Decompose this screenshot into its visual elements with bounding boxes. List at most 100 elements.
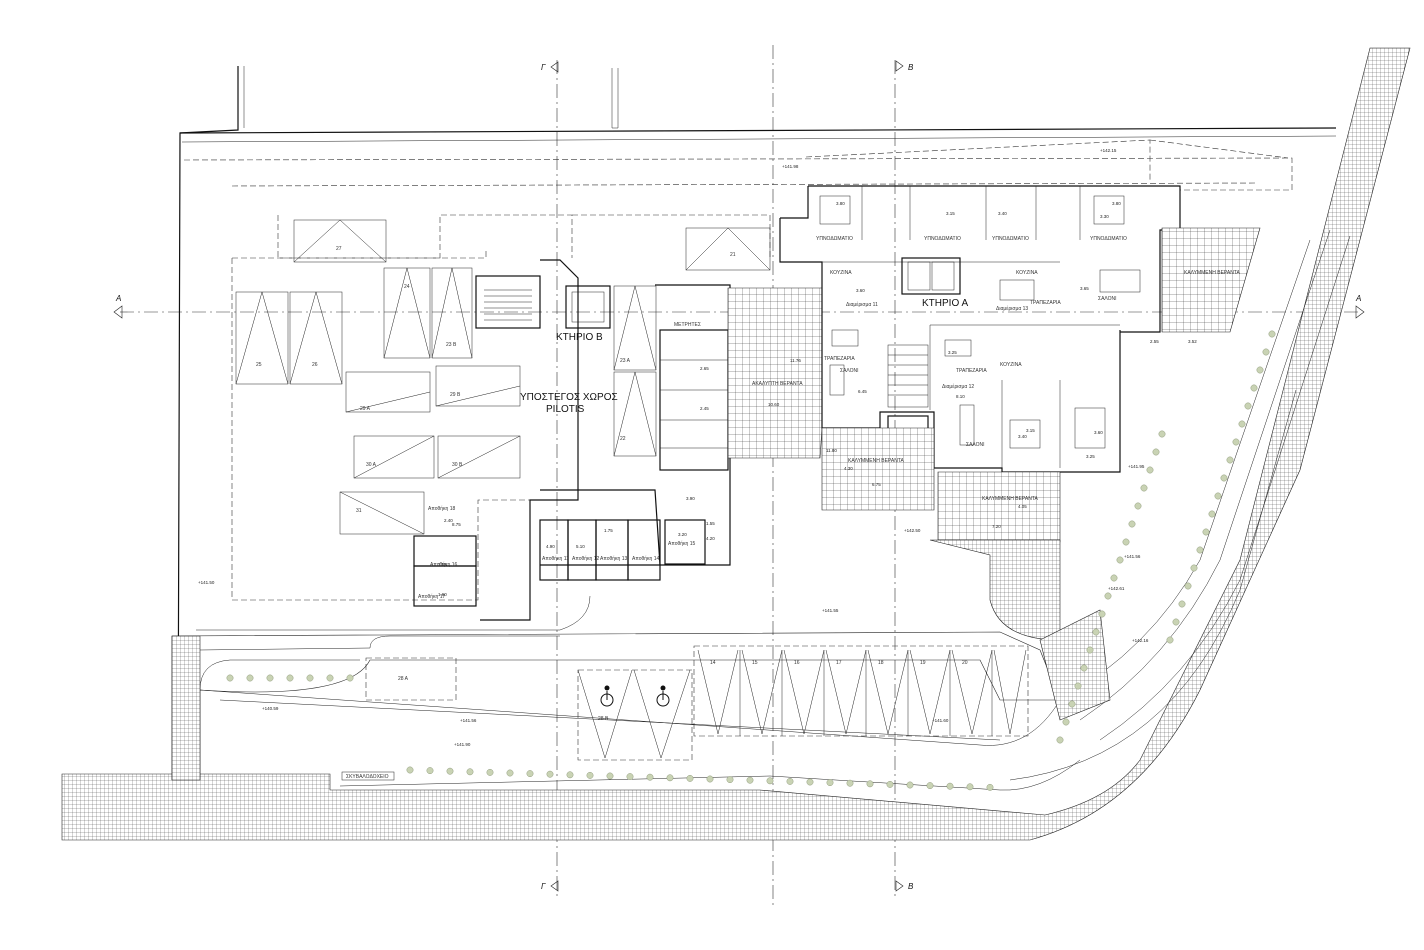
svg-text:1.75: 1.75 (604, 528, 613, 533)
wheelchair-icon (600, 685, 614, 707)
svg-text:31: 31 (356, 508, 362, 514)
transformer-room: ΣΚΥΒΑΛΟΔΟΧΕΙΟ (341, 771, 395, 781)
tree-icon (486, 769, 494, 776)
tree-icon (966, 783, 974, 791)
parking-space: 26 (289, 291, 343, 385)
parking-space: 29 Β (435, 365, 521, 407)
svg-text:18: 18 (878, 660, 884, 666)
tree-icon (826, 779, 834, 786)
svg-text:Διαμέρισμα 12: Διαμέρισμα 12 (942, 383, 974, 390)
tree-icon (926, 782, 934, 789)
tree-icon (1140, 484, 1148, 492)
tree-icon (1244, 402, 1252, 410)
svg-text:16: 16 (794, 660, 800, 666)
section-label-b-bottom: B (908, 882, 914, 891)
tree-icon (266, 674, 274, 682)
tree-icon (1092, 628, 1100, 636)
svg-text:ΚΑΛΥΜΜΕΝΗ ΒΕΡΑΝΤΑ: ΚΑΛΥΜΜΕΝΗ ΒΕΡΑΝΤΑ (848, 458, 905, 464)
wheelchair-icon (656, 685, 670, 707)
parking-space: 24 (383, 267, 431, 359)
meters-label: ΜΕΤΡΗΤΕΣ (674, 322, 701, 328)
svg-text:+141.55: +141.55 (822, 608, 839, 613)
svg-text:ΥΠΝΟΔΩΜΑΤΙΟ: ΥΠΝΟΔΩΜΑΤΙΟ (816, 236, 853, 242)
tree-icon (626, 773, 634, 780)
svg-text:+141.60: +141.60 (932, 718, 949, 723)
svg-text:29 Α: 29 Α (360, 406, 371, 412)
svg-text:11.76: 11.76 (790, 358, 801, 363)
tree-icon (706, 775, 714, 783)
svg-text:14: 14 (710, 660, 716, 666)
svg-text:+141.50: +141.50 (198, 580, 215, 585)
tree-icon (686, 775, 694, 782)
building-a-labels: ΚΤΗΡΙΟ Α ΚΟΥΖΙΝΑ ΚΟΥΖΙΝΑ ΚΟΥΖΙΝΑ ΤΡΑΠΕΖΑ… (816, 201, 1219, 459)
svg-text:2.40: 2.40 (444, 518, 453, 523)
section-mark-g-top: Γ (541, 61, 559, 73)
tree-icon (1074, 682, 1082, 690)
storage-label: Αποθήκη 14 (632, 555, 660, 562)
storage-label: Αποθήκη 18 (428, 505, 456, 512)
building-a-label: ΚΤΗΡΙΟ Α (922, 298, 968, 309)
svg-text:20: 20 (962, 660, 968, 666)
tree-icon (1116, 556, 1124, 564)
section-mark-b-bottom: B (895, 880, 914, 892)
svg-text:27: 27 (336, 246, 342, 252)
tree-icon (1214, 492, 1222, 500)
svg-text:ΥΠΝΟΔΩΜΑΤΙΟ: ΥΠΝΟΔΩΜΑΤΙΟ (1090, 236, 1127, 242)
storage-label: Αποθήκη 11 (542, 555, 569, 562)
veranda-south-2: ΚΑΛΥΜΜΕΝΗ ΒΕΡΑΝΤΑ 7.20 4.05 (937, 471, 1061, 543)
svg-text:8.75: 8.75 (452, 522, 461, 527)
svg-text:2.55: 2.55 (1150, 339, 1159, 344)
tree-icon (646, 773, 654, 781)
svg-text:28 Β: 28 Β (598, 716, 609, 722)
storage-label: Αποθήκη 16 (430, 561, 458, 568)
tree-icon (586, 772, 594, 779)
svg-text:2.65: 2.65 (700, 366, 709, 371)
tree-icon (666, 774, 674, 782)
tree-icon (246, 674, 254, 682)
tree-icon (806, 778, 814, 786)
svg-text:10.60: 10.60 (768, 402, 780, 407)
section-label-g-bottom: Γ (541, 882, 546, 891)
tree-icon (986, 784, 994, 791)
road-edge (61, 47, 1411, 841)
tree-icon (1172, 618, 1180, 626)
svg-text:28 Α: 28 Α (398, 676, 409, 682)
stair-a (887, 344, 929, 408)
svg-text:ΚΟΥΖΙΝΑ: ΚΟΥΖΙΝΑ (830, 270, 852, 276)
tree-icon (406, 766, 414, 774)
uncovered-veranda: ΑΚΑΛΥΠΤΗ ΒΕΡΑΝΤΑ 10.60 11.76 (727, 287, 823, 459)
storage-label: Αποθήκη 13 (600, 555, 628, 562)
tree-icon (1166, 636, 1174, 644)
svg-text:+142.61: +142.61 (1108, 586, 1125, 591)
building-b (231, 214, 771, 621)
storage-label: Αποθήκη 15 (668, 540, 696, 547)
tree-icon (786, 778, 794, 785)
outdoor-parking: 14 15 16 17 18 19 20 28 Α 28 Β (365, 645, 1029, 761)
tree-icon (1250, 384, 1258, 392)
tree-icon (1184, 582, 1192, 590)
svg-text:3.25: 3.25 (948, 350, 957, 355)
parking-space: 21 (685, 227, 771, 271)
svg-text:3.90: 3.90 (686, 496, 695, 501)
section-label-a-right: A (1355, 294, 1361, 303)
parking-space: 30 Β (437, 435, 521, 479)
svg-text:3.40: 3.40 (1018, 434, 1027, 439)
svg-text:6.75: 6.75 (872, 482, 881, 487)
tree-icon (1220, 474, 1228, 482)
svg-text:ΥΠΝΟΔΩΜΑΤΙΟ: ΥΠΝΟΔΩΜΑΤΙΟ (924, 236, 961, 242)
parking-space: 25 (235, 291, 289, 385)
tree-icon (1178, 600, 1186, 608)
svg-text:4.30: 4.30 (844, 466, 853, 471)
svg-text:29 Β: 29 Β (450, 392, 461, 398)
tree-icon (746, 776, 754, 784)
tree-icon (1158, 430, 1166, 438)
tree-icon (566, 771, 574, 779)
tree-icon (526, 770, 534, 777)
tree-icon (866, 780, 874, 788)
storage-units: Αποθήκη 11 Αποθήκη 12 Αποθήκη 13 Αποθήκη… (413, 322, 729, 607)
tree-icon (1146, 466, 1154, 474)
svg-text:Διαμέρισμα 11: Διαμέρισμα 11 (846, 301, 878, 308)
svg-text:+141.95: +141.95 (1128, 464, 1145, 469)
east-ramp (1009, 229, 1351, 781)
tree-icon (1232, 438, 1240, 446)
